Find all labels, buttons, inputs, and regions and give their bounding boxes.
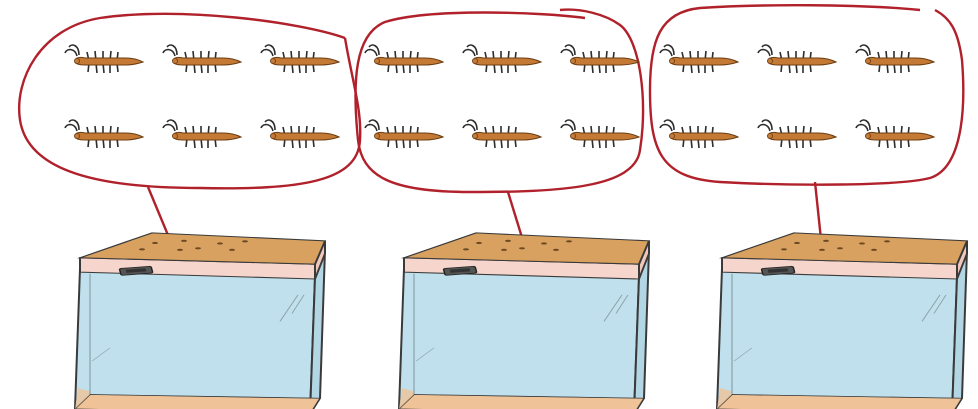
group-1-insect [261,120,339,148]
group-2-insect [463,45,541,73]
group-3-insect [758,45,836,73]
group-1-insect [65,45,143,73]
tank-2 [399,233,649,409]
group-3-insect [660,120,738,148]
group-2-outline [355,10,643,192]
group-3-outline [650,5,963,184]
tank-3 [717,233,967,409]
group-3-insect [856,45,934,73]
group-2-insect [561,120,639,148]
group-1-insect [65,120,143,148]
group-2-insect [365,45,443,73]
group-1-outline [19,14,360,188]
insects-layer [65,45,934,148]
group-3-insect [758,120,836,148]
group-2-insect [463,120,541,148]
group-1-insect [163,45,241,73]
group-3-insect [856,120,934,148]
group-3-insect [660,45,738,73]
group-2-insect [365,120,443,148]
group-1-insect [163,120,241,148]
group-2-insect [561,45,639,73]
tank-1 [75,233,325,409]
group-1-insect [261,45,339,73]
